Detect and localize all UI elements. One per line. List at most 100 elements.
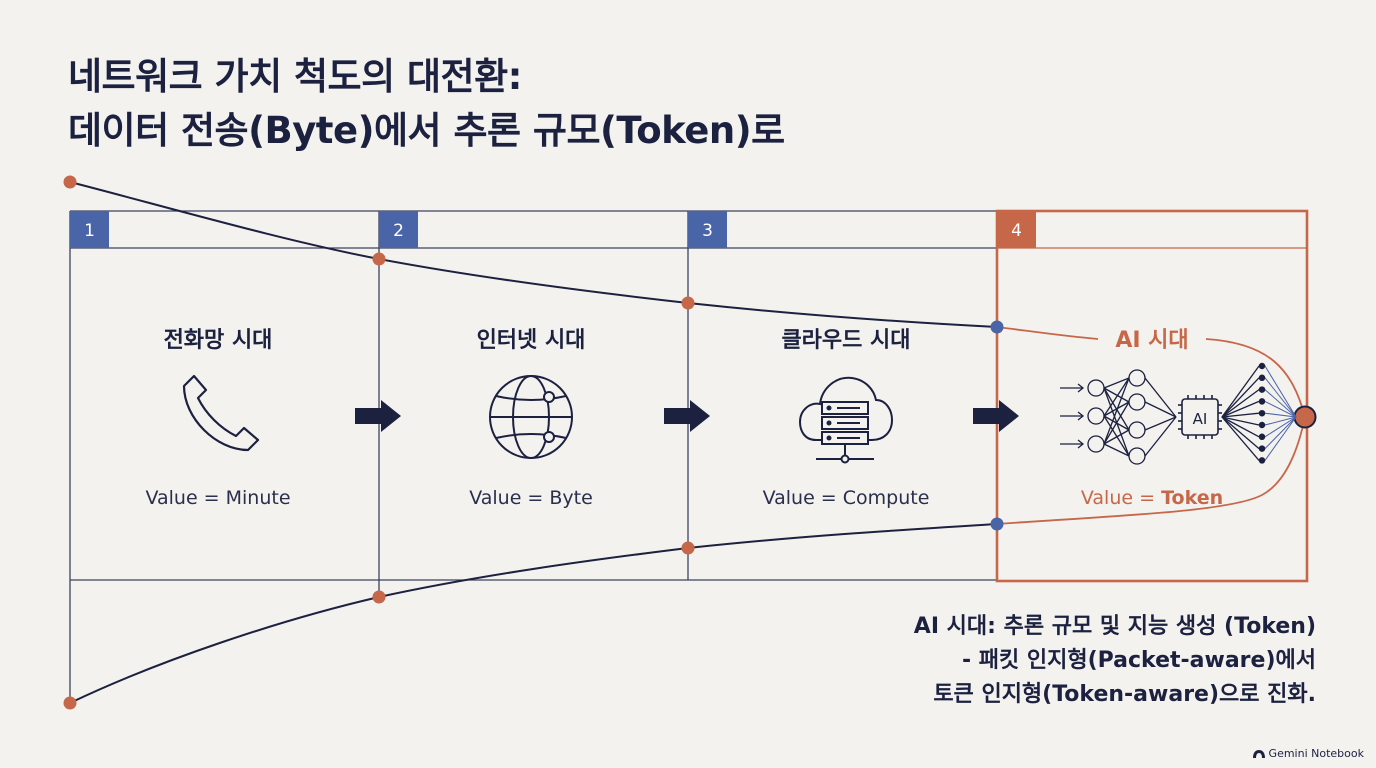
era-4-value-emphasis: Token — [1161, 487, 1223, 509]
transition-arrows — [355, 400, 1019, 432]
ai-funnel-upper-right — [1205, 338, 1306, 418]
arrow-right-icon — [973, 400, 1019, 432]
fanout-edge — [1221, 389, 1260, 418]
input-arrow-head — [1077, 383, 1085, 393]
era-4: AI 시대 AI Value = Token — [1060, 328, 1297, 509]
era-badge-4-number: 4 — [1011, 221, 1022, 241]
ai-era-frame — [995, 209, 1309, 583]
brand-label: Gemini Notebook — [1268, 747, 1364, 760]
era-3: 클라우드 시대 Value = Compute — [763, 328, 930, 509]
network-edge — [1144, 377, 1177, 418]
network-edge — [1103, 401, 1130, 417]
convergence-edge — [1264, 389, 1297, 418]
era-badge-2-number: 2 — [393, 221, 404, 241]
network-node — [1128, 421, 1146, 439]
globe-icon — [489, 375, 573, 459]
funnel-node-2-upper — [372, 252, 386, 266]
era-2-value: Value = Byte — [469, 487, 593, 509]
ai-era-summary: AI 시대: 추론 규모 및 지능 생성 (Token) - 패킷 인지형(Pa… — [914, 610, 1316, 712]
convergence-edge — [1264, 416, 1297, 438]
era-4-value-prefix: Value = — [1081, 487, 1161, 509]
summary-line-3: 토큰 인지형(Token-aware)으로 진화. — [933, 682, 1316, 707]
fanout-edge — [1221, 365, 1260, 418]
phone-icon — [182, 374, 260, 452]
output-node — [1258, 386, 1266, 393]
network-edge — [1103, 387, 1130, 403]
network-node — [1087, 407, 1105, 425]
network-node — [1128, 447, 1146, 465]
summary-line-1: AI 시대: 추론 규모 및 지능 생성 (Token) — [913, 614, 1316, 639]
ai-era-border — [995, 209, 1309, 583]
era-badge-2-box — [379, 211, 418, 248]
ai-chip-label: AI — [1193, 410, 1208, 428]
notebook-logo-icon — [1252, 749, 1265, 758]
network-edge — [1144, 401, 1177, 418]
fanout-edge — [1221, 416, 1260, 450]
funnel-upper-curve — [69, 181, 998, 328]
convergence-edge — [1264, 412, 1297, 418]
network-edge — [1144, 416, 1177, 457]
fanout-edge — [1221, 416, 1260, 461]
era-badge-1-number: 1 — [84, 221, 95, 241]
fanout-edge — [1221, 400, 1260, 418]
era-4-value: Value = Token — [1081, 487, 1223, 509]
network-edge — [1103, 377, 1130, 389]
output-node — [1258, 433, 1266, 441]
era-badge-2: 2 — [379, 211, 418, 248]
ai-chip-icon — [1178, 395, 1222, 439]
era-2: 인터넷 시대 Value = Byte — [469, 328, 593, 509]
era-1: 전화망 시대 Value = Minute — [145, 328, 290, 509]
grid-frame — [69, 210, 998, 703]
era-badge-1-box — [70, 211, 109, 248]
network-edge — [1103, 377, 1130, 417]
convergence-edge — [1264, 365, 1297, 418]
network-edge — [1103, 443, 1130, 457]
era-badge-3-box — [688, 211, 727, 248]
neural-network-icon — [1060, 362, 1297, 465]
arrow-right-icon — [355, 400, 401, 432]
era-badge-4: 4 — [997, 211, 1036, 248]
ai-funnel-upper-left — [996, 326, 1099, 340]
output-node — [1258, 374, 1266, 382]
input-arrow-head — [1077, 439, 1085, 449]
page-title: 네트워크 가치 척도의 대전환: 데이터 전송(Byte)에서 추론 규모(To… — [68, 50, 785, 158]
brand-watermark: Gemini Notebook — [1252, 747, 1364, 760]
network-edge — [1103, 401, 1130, 445]
fanout-edge — [1221, 416, 1260, 426]
era-badge-3-number: 3 — [702, 221, 713, 241]
funnel-convergence-node — [1293, 405, 1317, 429]
funnel-node-2-lower — [372, 590, 386, 604]
output-node — [1258, 362, 1266, 370]
fanout-edge — [1221, 416, 1260, 438]
era-2-title: 인터넷 시대 — [477, 328, 586, 353]
output-node — [1258, 398, 1266, 405]
network-edge — [1103, 415, 1130, 457]
convergence-edge — [1264, 416, 1297, 461]
convergence-edge — [1264, 377, 1297, 418]
convergence-edge — [1264, 416, 1297, 449]
network-edge — [1103, 429, 1130, 445]
output-node — [1258, 409, 1266, 417]
network-node — [1128, 369, 1146, 387]
page-title-line-2: 데이터 전송(Byte)에서 추론 규모(Token)로 — [68, 109, 785, 152]
era-3-value: Value = Compute — [763, 487, 930, 509]
network-edge — [1144, 416, 1177, 431]
funnel-lower-curve — [69, 523, 998, 704]
fanout-edge — [1221, 377, 1260, 418]
ai-funnel-lower — [996, 416, 1306, 525]
convergence-edge — [1264, 400, 1297, 418]
summary-line-2: - 패킷 인지형(Packet-aware)에서 — [961, 648, 1316, 673]
era-4-title: AI 시대 — [1115, 328, 1188, 353]
cloud-server-icon — [798, 376, 894, 464]
funnel-node-3-upper — [681, 296, 695, 310]
funnel-node-3-lower — [681, 541, 695, 555]
page-title-line-1: 네트워크 가치 척도의 대전환: — [68, 55, 522, 98]
fanout-edge — [1221, 412, 1260, 418]
era-1-value: Value = Minute — [145, 487, 290, 509]
network-node — [1128, 393, 1146, 411]
funnel-node-4-upper — [990, 320, 1004, 334]
output-node — [1258, 421, 1266, 429]
network-node — [1087, 435, 1105, 453]
convergence-edge — [1264, 416, 1297, 426]
